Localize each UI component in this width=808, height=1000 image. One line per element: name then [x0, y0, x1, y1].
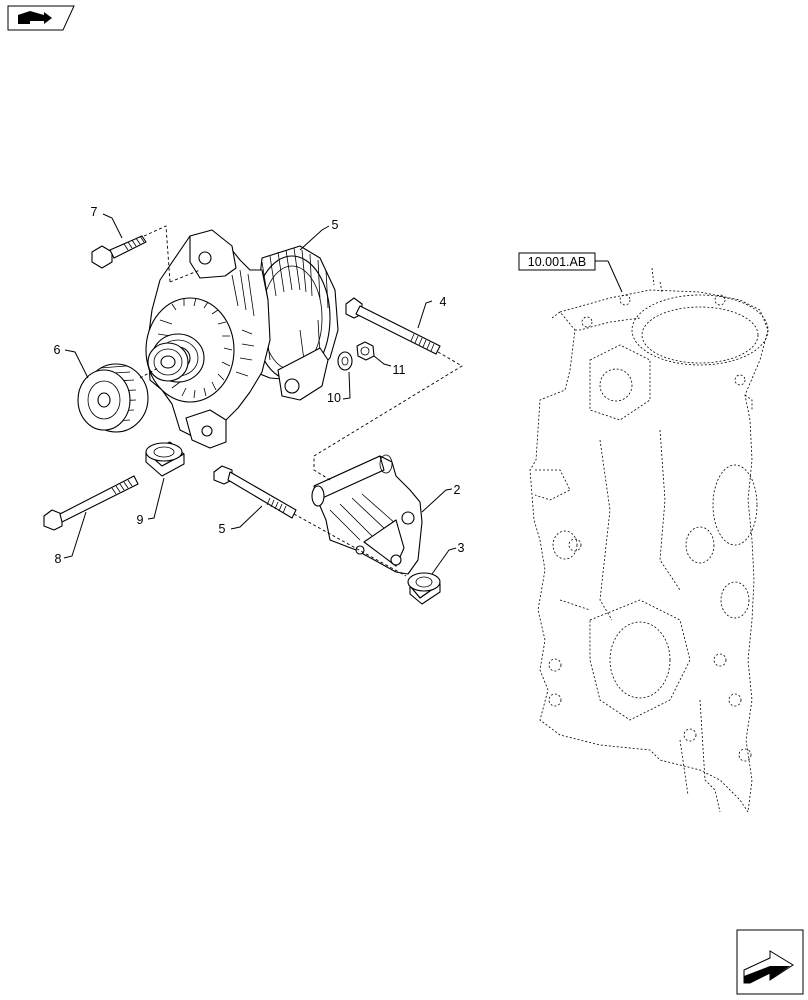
bolt-part-8 [43, 475, 139, 531]
leader-lines [63, 213, 457, 575]
bolt-part-5-lower [213, 465, 297, 519]
callout-8: 8 [55, 552, 62, 566]
callout-4: 4 [440, 295, 447, 309]
engine-block-outline [529, 267, 769, 813]
callout-2: 2 [454, 483, 461, 497]
previous-page-icon[interactable] [7, 5, 75, 31]
bolt-part-7 [91, 235, 147, 269]
spacer-part-9 [145, 441, 185, 477]
reference-label[interactable]: 10.001.AB [518, 252, 623, 293]
callout-10: 10 [327, 391, 341, 405]
alternator [145, 229, 339, 449]
callout-3: 3 [458, 541, 465, 555]
assembly-centerlines [139, 225, 463, 577]
reference-label-text: 10.001.AB [528, 255, 586, 269]
nut-part-11 [356, 341, 375, 361]
callout-5-lower: 5 [219, 522, 226, 536]
next-page-icon[interactable] [736, 929, 804, 995]
callout-7: 7 [91, 205, 98, 219]
pulley [77, 363, 149, 433]
sleeve-part-3 [407, 572, 441, 605]
callout-6: 6 [54, 343, 61, 357]
callout-5-top: 5 [332, 218, 339, 232]
callout-11: 11 [393, 363, 406, 377]
bolt-part-4 [345, 297, 441, 355]
callout-9: 9 [137, 513, 144, 527]
washer-part-10 [337, 351, 353, 371]
callout-labels: 7 5 4 6 10 11 9 5 8 2 3 [54, 205, 465, 566]
bracket-part-2 [311, 454, 423, 575]
